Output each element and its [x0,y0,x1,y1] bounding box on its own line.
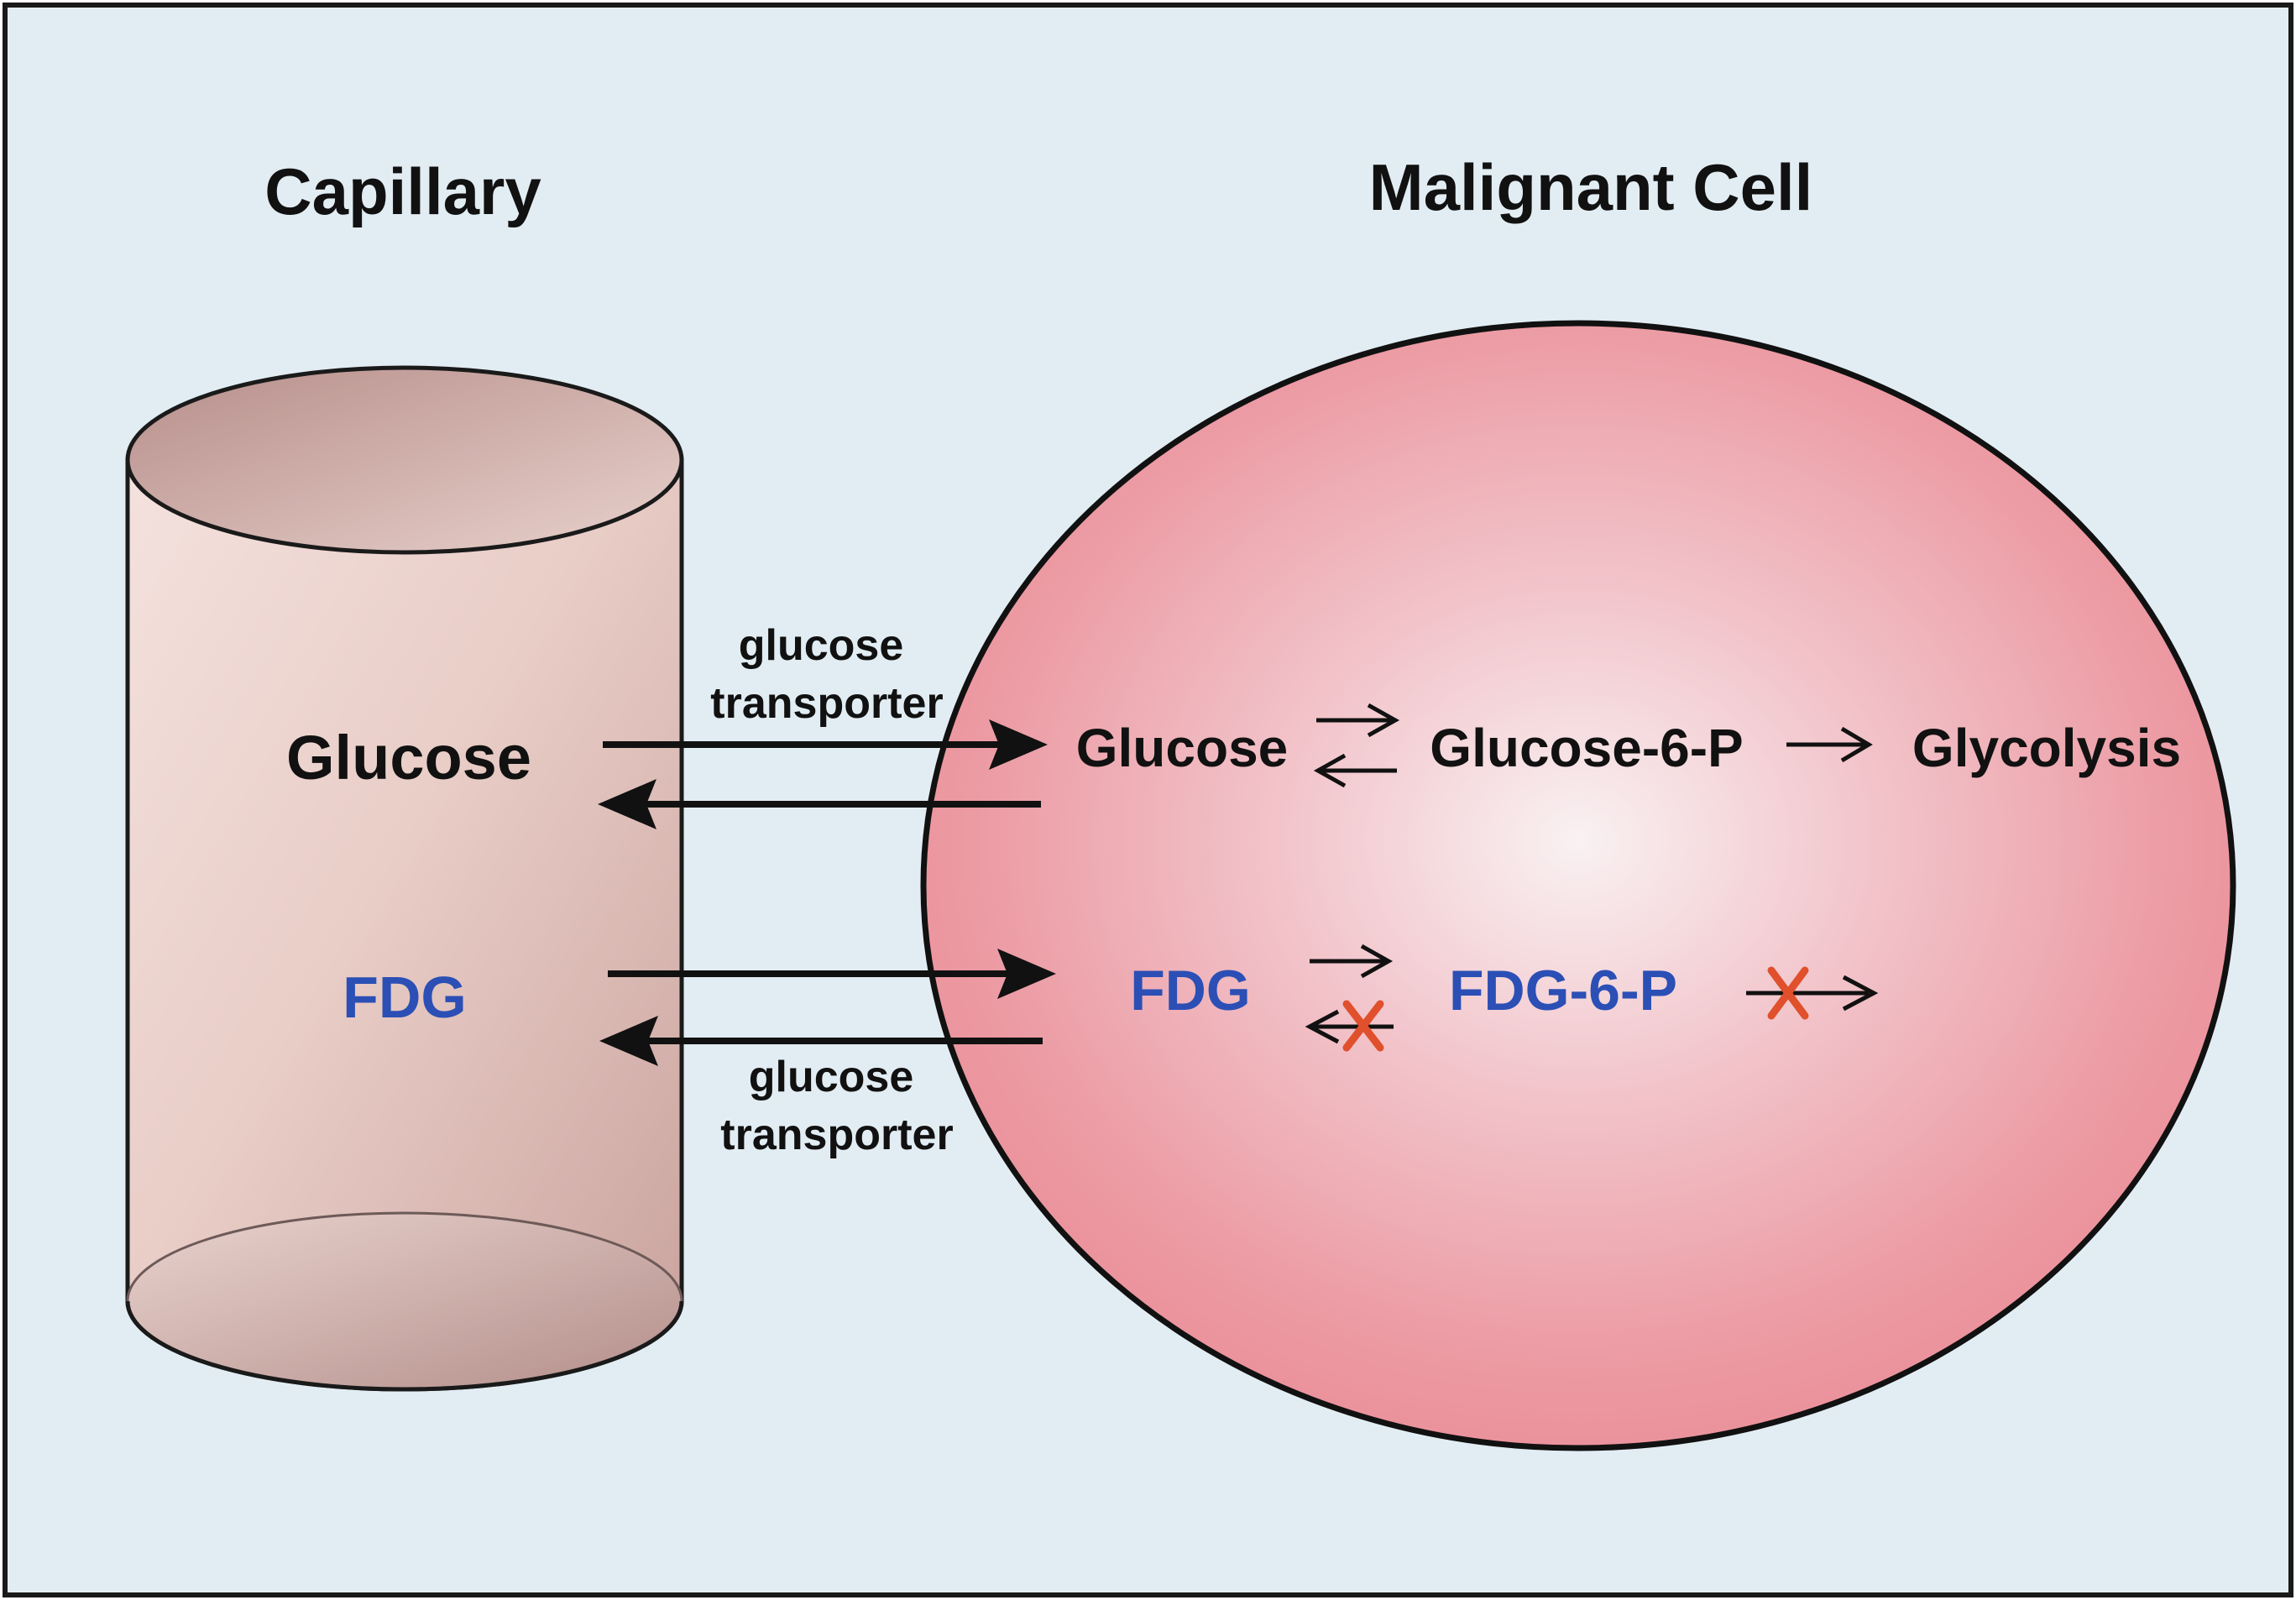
upper-transporter-label-2: transporter [710,679,943,728]
cell-glycolysis-label: Glycolysis [1912,718,2181,778]
cell-glucose-label: Glucose [1076,718,1289,778]
fdg-reverse-blocked-arrow-icon [1305,1009,1394,1044]
glucose-influx-arrow [603,719,1048,770]
capillary-fdg-label: FDG [343,965,467,1030]
x-block-icon [1767,966,1809,1020]
capillary-glucose-label: Glucose [286,723,531,792]
fdg-influx-arrow [608,949,1056,999]
malignant-cell [920,320,2236,1451]
glycolysis-arrow-icon [1786,726,1873,763]
cell-glucose6p-label: Glucose-6-P [1430,718,1743,778]
cell-fdg6p-label: FDG-6-P [1449,959,1677,1022]
fdg-glycolysis-blocked-arrow-icon [1746,975,1879,1012]
upper-transporter-label-1: glucose [739,621,904,670]
capillary-title: Capillary [264,154,541,228]
lower-transporter-label-2: transporter [720,1111,953,1159]
capillary-top [125,365,684,555]
cell-title: Malignant Cell [1369,150,1813,224]
capillary-cylinder [125,365,684,1392]
cell-fdg-label: FDG [1130,959,1251,1022]
glucose-equilibrium-icon [1313,703,1400,788]
lower-transporter-label-1: glucose [749,1053,914,1101]
fdg-phosphorylation-arrow-icon [1310,944,1394,979]
fdg-efflux-arrow [599,1016,1043,1066]
x-block-icon [1342,1000,1384,1052]
glucose-efflux-arrow [598,779,1041,829]
